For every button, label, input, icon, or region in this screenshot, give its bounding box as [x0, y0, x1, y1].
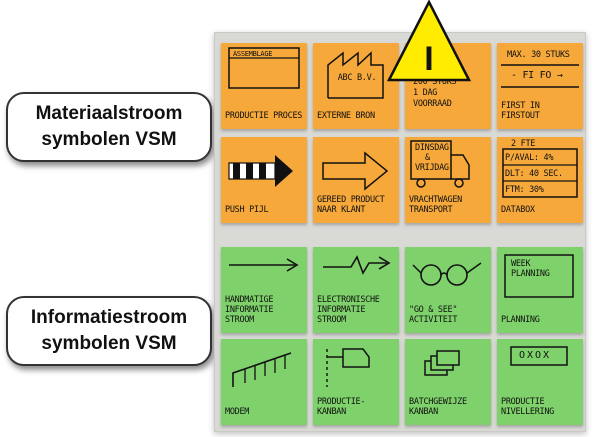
note-push-pijl: Push pijl [221, 137, 307, 223]
note-fifo: max. 30 stuks - Fi Fo → First in Firstou… [497, 43, 583, 129]
push-arrow-icon [228, 155, 293, 187]
note-productie-kanban: Productie- kanban [313, 339, 399, 425]
process-box-icon [228, 47, 300, 89]
voorraad-line2: 1 dag [413, 88, 438, 98]
caption-push-pijl: Push pijl [225, 205, 269, 215]
kanban-post-icon [326, 348, 370, 387]
material-flow-label-line1: Materiaalstroom [35, 103, 183, 124]
material-flow-label: Materiaalstroom symbolen VSM [6, 92, 212, 162]
warning-triangle-icon: I [387, 0, 471, 82]
caption-modem: modem [225, 407, 250, 417]
planning-box-label: week planning [511, 259, 550, 279]
voorraad-line3: voorraad [413, 99, 452, 109]
note-handmatige-info: Handmatige Informatie Stroom [221, 247, 307, 333]
information-flow-label-line1: Informatiestroom [30, 307, 188, 328]
caption-vrachtwagen: Vrachtwagen transport [409, 195, 462, 215]
information-flow-label: Informatiestroom symbolen VSM [6, 296, 212, 366]
databox-table-icon [502, 148, 578, 198]
note-databox: 2 FTE P/Aval: 4% DLT: 40 sec. FTM: 30% D… [497, 137, 583, 223]
batch-kanban-icon [424, 350, 460, 376]
factory-icon [327, 51, 384, 99]
note-productie-proces: Assemblage Productie Proces [221, 43, 307, 129]
fifo-max: max. 30 stuks [507, 50, 570, 60]
material-flow-label-line2: symbolen VSM [41, 129, 177, 150]
caption-go-and-see: "Go & see" activiteit [409, 305, 458, 325]
note-electronische-info: Electronische Informatie Stroom [313, 247, 399, 333]
planning-box-icon [504, 254, 574, 298]
note-modem: modem [221, 339, 307, 425]
zigzag-arrow-icon [323, 255, 391, 275]
caption-fifo: First in Firstout [501, 101, 540, 121]
databox-row4: FTM: 30% [505, 185, 544, 195]
caption-batch-kanban: Batchgewijze kanban [409, 397, 467, 417]
information-flow-label-line2: symbolen VSM [41, 333, 177, 354]
process-box-label: Assemblage [233, 50, 273, 58]
caption-externe-bron: Externe Bron [317, 111, 375, 121]
databox-row2: P/Aval: 4% [505, 153, 554, 163]
note-nivellering: OXOX Productie Nivellering [497, 339, 583, 425]
caption-nivellering: Productie Nivellering [501, 397, 554, 417]
fifo-lane-label: - Fi Fo → [511, 70, 563, 81]
caption-gereed-product: Gereed product naar klant [317, 195, 385, 215]
eyeglasses-icon [412, 262, 482, 286]
caption-productie-proces: Productie Proces [225, 111, 303, 121]
factory-name: ABC B.V. [337, 73, 377, 83]
leveling-box-label: OXOX [519, 350, 552, 361]
note-go-and-see: "Go & see" activiteit [405, 247, 491, 333]
note-batch-kanban: Batchgewijze kanban [405, 339, 491, 425]
note-externe-bron: ABC B.V. Externe Bron [313, 43, 399, 129]
note-planning: week planning Planning [497, 247, 583, 333]
databox-row1: 2 FTE [511, 139, 536, 149]
transport-day2: vrijdag [415, 163, 449, 173]
transport-amp: & [425, 153, 430, 163]
leveling-box-icon [510, 346, 568, 366]
shipment-arrow-icon [322, 151, 389, 191]
caption-planning: Planning [501, 315, 540, 325]
note-gereed-product: Gereed product naar klant [313, 137, 399, 223]
modem-post-icon [232, 352, 292, 387]
caption-productie-kanban: Productie- kanban [317, 397, 366, 417]
sticky-note-board: Assemblage Productie Proces ABC B.V. Ext… [214, 32, 586, 432]
caption-databox: Databox [501, 205, 535, 215]
databox-row3: DLT: 40 sec. [505, 169, 563, 179]
manual-info-arrow-icon [229, 258, 299, 272]
fifo-lane-icon [501, 64, 579, 88]
caption-electronische-info: Electronische Informatie Stroom [317, 295, 380, 325]
voorraad-line1: 200 stuks [413, 77, 457, 87]
note-vrachtwagen: Dinsdag & vrijdag Vrachtwagen transport [405, 137, 491, 223]
inventory-marker-letter: I [424, 40, 433, 78]
truck-icon [410, 140, 470, 188]
caption-handmatige-info: Handmatige Informatie Stroom [225, 295, 274, 325]
transport-day1: Dinsdag [415, 143, 449, 153]
